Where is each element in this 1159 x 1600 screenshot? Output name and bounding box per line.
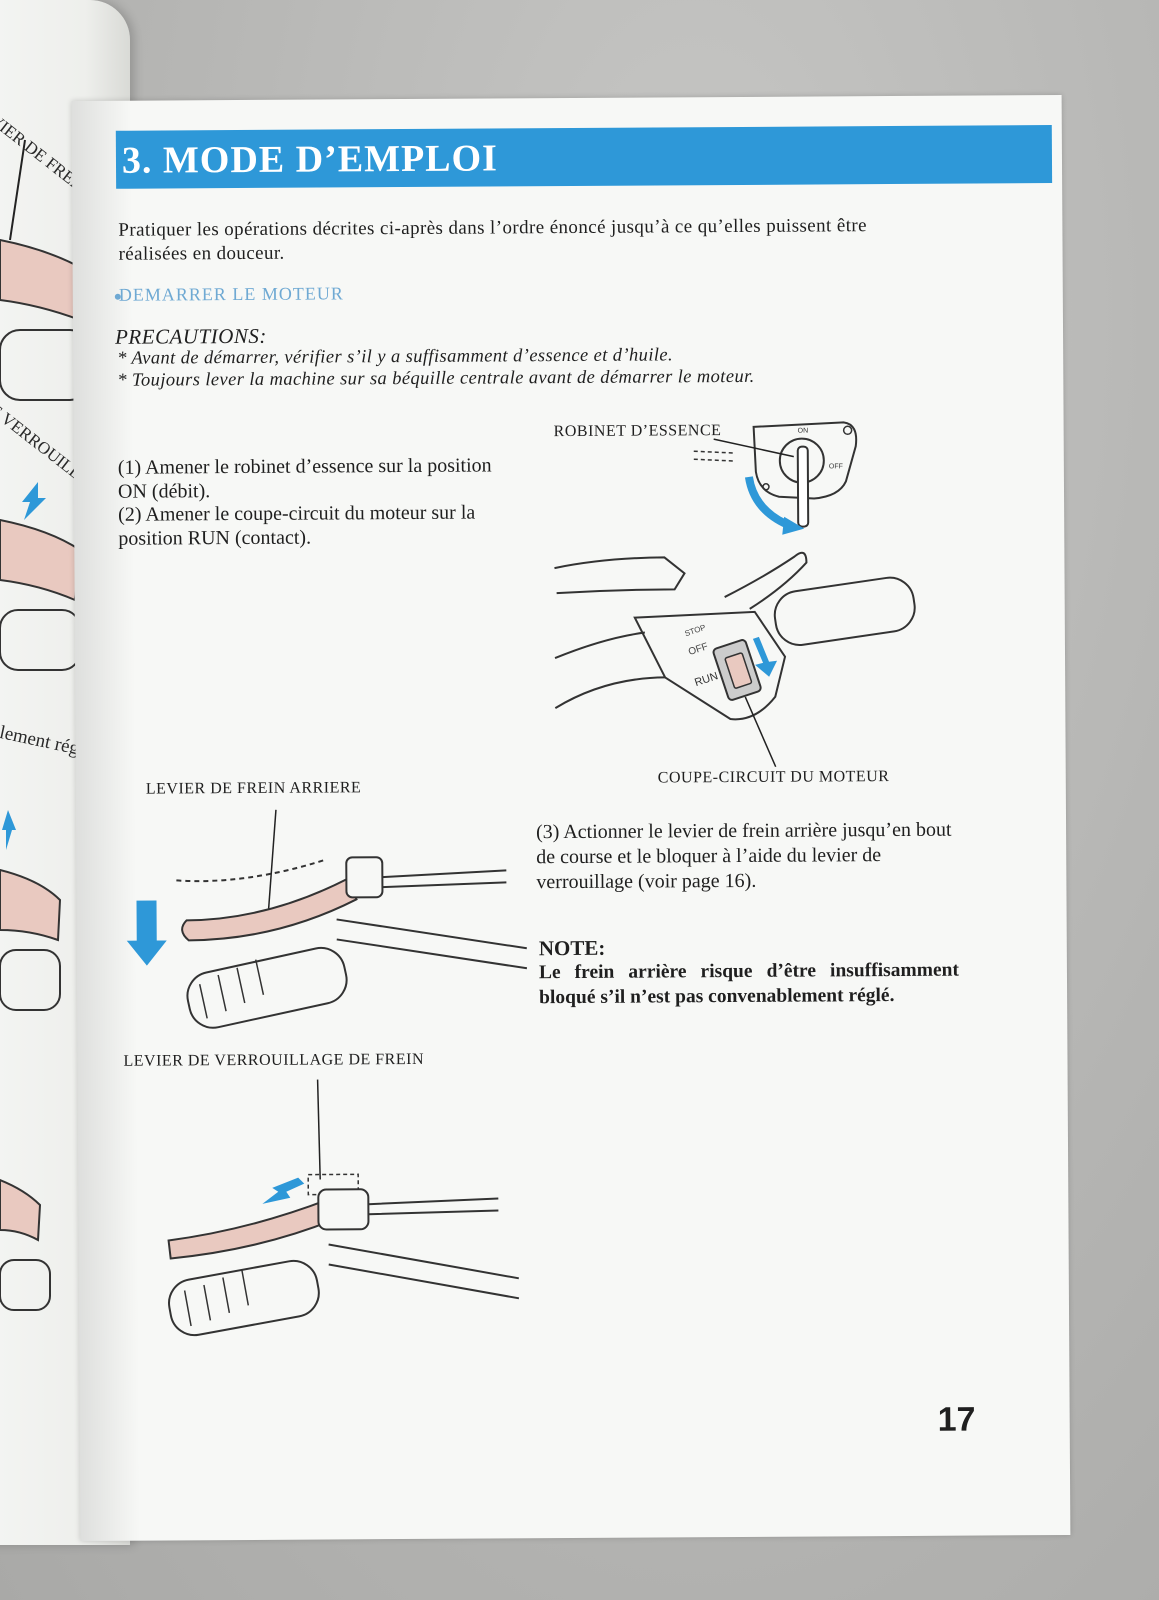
- engine-switch-caption: COUPE-CIRCUIT DU MOTEUR: [657, 768, 890, 787]
- page-number: 17: [937, 1400, 976, 1439]
- precaution-item: * Toujours lever la machine sur sa béqui…: [117, 366, 755, 391]
- rear-brake-lever-caption: LEVIER DE FREIN ARRIERE: [145, 779, 362, 798]
- rear-brake-lever-illustration: [126, 809, 528, 1029]
- manual-page: 3. MODE D’EMPLOI Pratiquer les opération…: [71, 94, 1071, 1542]
- engine-switch-illustration: OFF RUN STOP: [554, 551, 916, 768]
- precautions-title: PRECAUTIONS:: [114, 323, 267, 349]
- section-title: 3. MODE D’EMPLOI: [121, 137, 499, 182]
- step-1: (1) Amener le robinet d’essence sur la p…: [117, 454, 492, 503]
- start-engine-heading: DEMARRER LE MOTEUR: [118, 283, 344, 305]
- note-body: Le frein arrière risque d’être insuffisa…: [538, 959, 960, 1009]
- fuel-valve-illustration: ON OFF: [693, 421, 858, 535]
- step-3: (3) Actionner le levier de frein arrière…: [536, 818, 952, 894]
- valve-off-label: OFF: [829, 463, 843, 470]
- valve-on-label: ON: [798, 428, 809, 435]
- step-2: (2) Amener le coupe-circuit du moteur su…: [118, 501, 476, 550]
- brake-lock-lever-illustration: [167, 1079, 520, 1337]
- brake-lock-lever-caption: LEVIER DE VERROUILLAGE DE FREIN: [123, 1050, 425, 1070]
- note-title: NOTE:: [538, 935, 606, 961]
- precaution-item: * Avant de démarrer, vérifier s’il y a s…: [117, 345, 674, 369]
- intro-paragraph: Pratiquer les opérations décrites ci-apr…: [118, 215, 867, 265]
